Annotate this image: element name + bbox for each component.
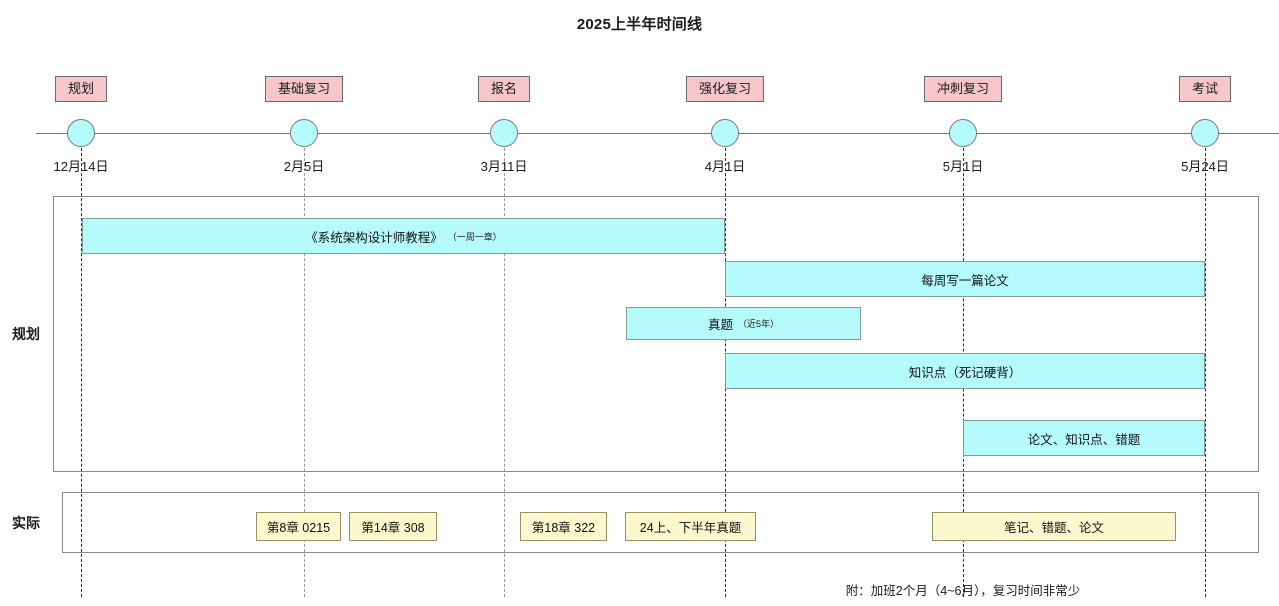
task-bar-0-0[interactable]: 《系统架构设计师教程》 （一周一章）	[82, 218, 725, 254]
milestone-label-4[interactable]: 冲刺复习	[923, 76, 1003, 102]
milestone-dot-0[interactable]	[67, 119, 95, 147]
task-bar-1-4[interactable]: 笔记、错题、论文	[932, 512, 1176, 541]
timeline-axis	[36, 133, 1279, 134]
task-bar-0-2[interactable]: 真题 （近5年）	[626, 307, 861, 340]
task-bar-sublabel: （近5年）	[738, 319, 780, 329]
milestone-date-4: 5月1日	[942, 159, 984, 174]
task-bar-label: 第8章 0215	[266, 521, 331, 535]
milestone-label-5[interactable]: 考试	[1178, 76, 1232, 102]
milestone-label-2[interactable]: 报名	[477, 76, 531, 102]
task-bar-label: 知识点（死记硬背）	[908, 365, 1022, 380]
task-bar-label: 笔记、错题、论文	[1003, 521, 1104, 535]
guide-line-0	[81, 133, 82, 597]
guide-line-1	[304, 133, 305, 597]
task-bar-1-3[interactable]: 24上、下半年真题	[625, 512, 756, 541]
task-bar-label: 《系统架构设计师教程》	[305, 230, 443, 245]
task-bar-label: 真题	[707, 318, 733, 332]
task-bar-0-3[interactable]: 知识点（死记硬背）	[725, 353, 1205, 389]
milestone-date-3: 4月1日	[704, 159, 746, 174]
task-bar-0-4[interactable]: 论文、知识点、错题	[963, 420, 1205, 456]
row-label-实际: 实际	[12, 514, 40, 531]
task-bar-1-1[interactable]: 第14章 308	[349, 512, 437, 541]
milestone-date-2: 3月11日	[480, 159, 528, 174]
task-bar-label: 第18章 322	[531, 521, 596, 535]
guide-line-2	[504, 133, 505, 597]
row-panel-1	[62, 492, 1259, 553]
milestone-date-0: 12月14日	[53, 159, 109, 174]
task-bar-label: 每周写一篇论文	[921, 273, 1009, 288]
guide-line-5	[1205, 133, 1206, 597]
milestone-dot-5[interactable]	[1191, 119, 1219, 147]
milestone-label-3[interactable]: 强化复习	[685, 76, 765, 102]
row-label-规划: 规划	[12, 326, 40, 342]
row-panel-0	[53, 196, 1259, 472]
task-bar-sublabel: （一周一章）	[447, 231, 502, 242]
task-bar-1-2[interactable]: 第18章 322	[520, 512, 607, 541]
task-bar-1-0[interactable]: 第8章 0215	[256, 512, 341, 541]
milestone-date-5: 5月24日	[1181, 159, 1229, 174]
chart-title: 2025上半年时间线	[576, 16, 703, 33]
milestone-dot-3[interactable]	[711, 119, 739, 147]
footer-note: 附：加班2个月（4~6月），复习时间非常少	[845, 584, 1081, 598]
task-bar-label: 第14章 308	[361, 521, 425, 535]
milestone-label-1[interactable]: 基础复习	[264, 76, 344, 102]
task-bar-label: 24上、下半年真题	[639, 521, 742, 535]
milestone-dot-4[interactable]	[949, 119, 977, 147]
milestone-dot-2[interactable]	[490, 119, 518, 147]
milestone-date-1: 2月5日	[283, 159, 325, 174]
milestone-dot-1[interactable]	[290, 119, 318, 147]
task-bar-label: 论文、知识点、错题	[1027, 432, 1141, 447]
milestone-label-0[interactable]: 规划	[54, 76, 108, 102]
task-bar-0-1[interactable]: 每周写一篇论文	[725, 261, 1205, 297]
